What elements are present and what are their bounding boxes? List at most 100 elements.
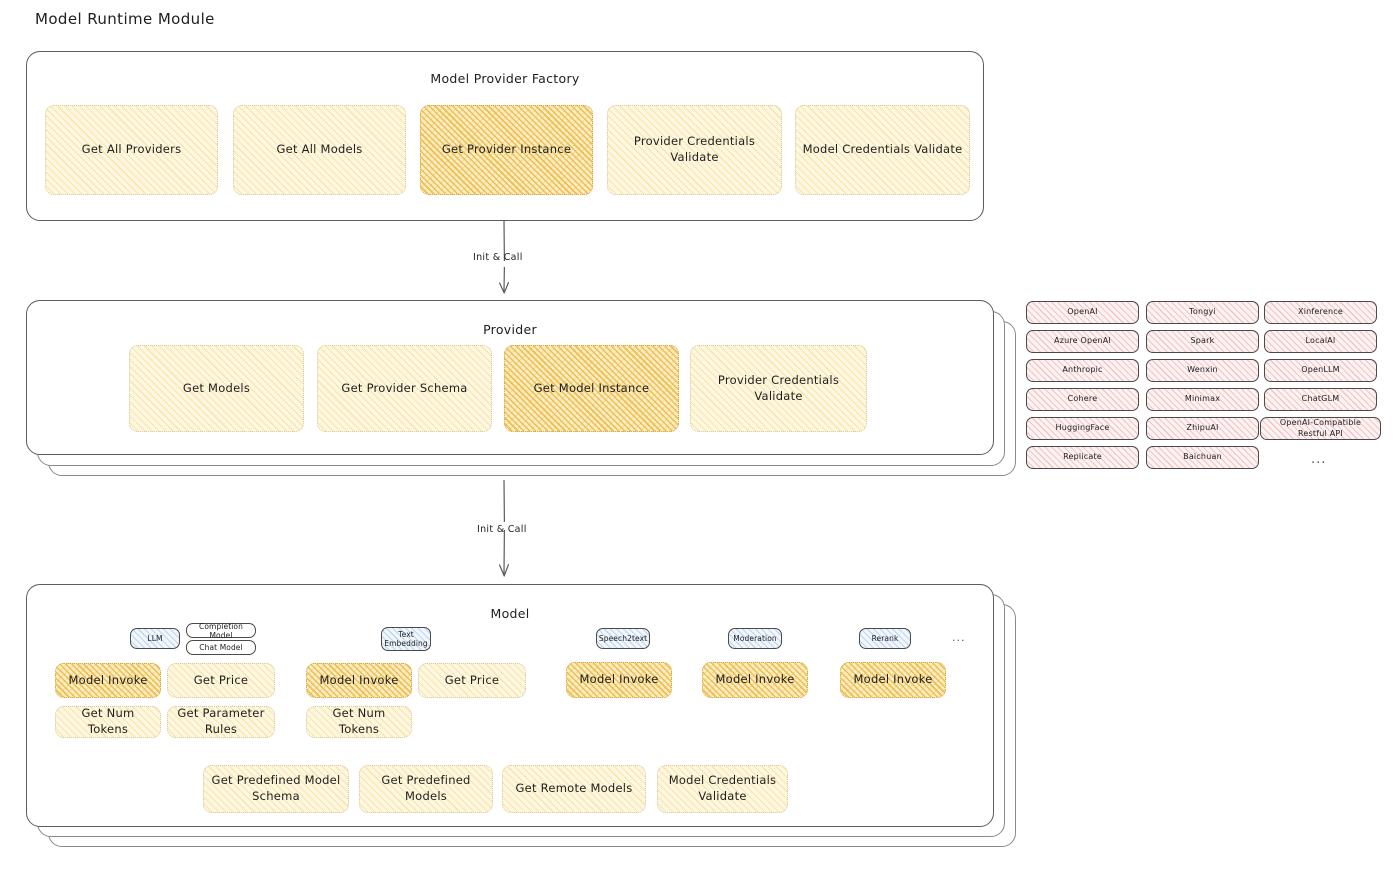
badge-label: Text Embedding [384, 629, 428, 648]
node-label: Model Invoke [853, 672, 933, 687]
provider-tag-openai[interactable]: OpenAI [1026, 301, 1139, 324]
model-types-ellipsis: ... [952, 631, 966, 644]
provider-tag-baichuan[interactable]: Baichuan [1146, 446, 1259, 469]
node-get-models[interactable]: Get Models [129, 345, 304, 432]
model-sub-badge-completion-model[interactable]: Completion Model [186, 621, 256, 640]
node-text-embedding-get-num-tokens[interactable]: Get Num Tokens [306, 706, 412, 738]
provider-tag-label: Replicate [1063, 452, 1102, 462]
node-label: Model Credentials Validate [802, 142, 963, 157]
node-label: Get Price [444, 672, 500, 687]
provider-tag-label: Spark [1190, 336, 1215, 346]
node-label: Provider Credentials Validate [633, 134, 756, 164]
node-get-all-providers[interactable]: Get All Providers [45, 105, 218, 195]
provider-tag-azure-openai[interactable]: Azure OpenAI [1026, 330, 1139, 353]
provider-tag-label: Xinference [1298, 307, 1343, 317]
node-label: Get Provider Instance [441, 142, 572, 157]
arrow-label-init-and-call-2: Init & Call [477, 524, 527, 535]
provider-tag-label: Baichuan [1183, 452, 1222, 462]
model-type-badge-rerank[interactable]: Rerank [859, 628, 911, 649]
provider-tag-label: Tongyi [1189, 307, 1216, 317]
node-label: Get Num Tokens [332, 706, 386, 736]
node-label: Get Predefined Model Schema [211, 773, 341, 803]
model-type-badge-speech2text[interactable]: Speech2text [596, 628, 650, 649]
node-model-credentials-validate-2[interactable]: Model Credentials Validate [657, 765, 788, 813]
node-label: Get Provider Schema [341, 380, 468, 395]
provider-tag-anthropic[interactable]: Anthropic [1026, 359, 1139, 382]
provider-tag-wenxin[interactable]: Wenxin [1146, 359, 1259, 382]
node-label: Model Invoke [319, 672, 399, 687]
node-get-provider-schema[interactable]: Get Provider Schema [317, 345, 492, 432]
node-text-embedding-model-invoke[interactable]: Model Invoke [306, 663, 412, 698]
node-moderation-model-invoke[interactable]: Model Invoke [702, 662, 808, 698]
node-get-model-instance[interactable]: Get Model Instance [504, 345, 679, 432]
provider-tag-label: ZhipuAI [1186, 423, 1219, 433]
provider-tag-label: Azure OpenAI [1054, 336, 1111, 346]
arrow-provider-to-model [499, 479, 509, 577]
provider-tag-localai[interactable]: LocalAI [1264, 330, 1377, 353]
provider-tag-openai-compatible-restful-api[interactable]: OpenAI-Compatible Restful API [1260, 417, 1381, 440]
node-provider-credentials-validate[interactable]: Provider Credentials Validate [607, 105, 782, 195]
node-label: Get Model Instance [533, 380, 650, 395]
node-label: Get Parameter Rules [177, 706, 265, 736]
provider-tag-replicate[interactable]: Replicate [1026, 446, 1139, 469]
provider-tag-zhipuai[interactable]: ZhipuAI [1146, 417, 1259, 440]
node-get-predefined-model-schema[interactable]: Get Predefined Model Schema [203, 765, 349, 813]
node-label: Get All Providers [81, 142, 182, 157]
arrow-label-init-and-call-1: Init & Call [473, 252, 523, 263]
provider-tag-huggingface[interactable]: HuggingFace [1026, 417, 1139, 440]
provider-tag-label: Minimax [1184, 394, 1221, 404]
provider-tag-openllm[interactable]: OpenLLM [1264, 359, 1377, 382]
provider-tag-xinference[interactable]: Xinference [1264, 301, 1377, 324]
node-model-credentials-validate[interactable]: Model Credentials Validate [795, 105, 970, 195]
node-provider-credentials-validate-2[interactable]: Provider Credentials Validate [690, 345, 867, 432]
provider-tag-label: Wenxin [1187, 365, 1218, 375]
arrow-factory-to-provider [499, 220, 509, 294]
provider-tag-chatglm[interactable]: ChatGLM [1264, 388, 1377, 411]
factory-panel-title: Model Provider Factory [430, 71, 580, 86]
badge-label: Moderation [733, 633, 777, 643]
node-label: Model Invoke [715, 672, 795, 687]
provider-tag-tongyi[interactable]: Tongyi [1146, 301, 1259, 324]
node-llm-get-num-tokens[interactable]: Get Num Tokens [55, 706, 161, 738]
model-panel-title: Model [490, 606, 530, 621]
node-rerank-model-invoke[interactable]: Model Invoke [840, 662, 946, 698]
provider-tag-label: HuggingFace [1055, 423, 1110, 433]
model-type-badge-text-embedding[interactable]: Text Embedding [381, 627, 431, 651]
node-llm-model-invoke[interactable]: Model Invoke [55, 663, 161, 698]
provider-tag-label: LocalAI [1305, 336, 1336, 346]
provider-tag-label: OpenAI-Compatible Restful API [1279, 417, 1362, 438]
provider-tag-label: ChatGLM [1301, 394, 1340, 404]
node-label: Get Price [193, 672, 249, 687]
provider-tag-cohere[interactable]: Cohere [1026, 388, 1139, 411]
provider-tag-label: Anthropic [1062, 365, 1103, 375]
badge-label: LLM [147, 633, 163, 643]
node-get-remote-models[interactable]: Get Remote Models [502, 765, 646, 813]
model-type-badge-llm[interactable]: LLM [130, 628, 180, 649]
sub-badge-label: Chat Model [199, 643, 243, 652]
node-speech2text-model-invoke[interactable]: Model Invoke [566, 662, 672, 698]
node-label: Get Remote Models [515, 781, 633, 796]
model-sub-badge-chat-model[interactable]: Chat Model [186, 640, 256, 655]
node-label: Model Invoke [579, 672, 659, 687]
provider-tag-minimax[interactable]: Minimax [1146, 388, 1259, 411]
node-llm-get-parameter-rules[interactable]: Get Parameter Rules [167, 706, 275, 738]
badge-label: Speech2text [598, 633, 648, 643]
node-get-provider-instance[interactable]: Get Provider Instance [420, 105, 593, 195]
node-label: Get Num Tokens [81, 706, 135, 736]
provider-tag-label: OpenLLM [1301, 365, 1340, 375]
node-get-predefined-models[interactable]: Get Predefined Models [359, 765, 493, 813]
badge-label: Rerank [871, 633, 899, 643]
node-text-embedding-get-price[interactable]: Get Price [418, 663, 526, 698]
node-label: Get Predefined Models [381, 773, 471, 803]
provider-panel-title: Provider [483, 322, 537, 337]
node-llm-get-price[interactable]: Get Price [167, 663, 275, 698]
sub-badge-label: Completion Model [199, 621, 243, 640]
model-type-badge-moderation[interactable]: Moderation [728, 628, 782, 649]
node-label: Model Credentials Validate [668, 773, 777, 803]
node-get-all-models[interactable]: Get All Models [233, 105, 406, 195]
provider-tag-spark[interactable]: Spark [1146, 330, 1259, 353]
node-label: Provider Credentials Validate [717, 372, 840, 403]
provider-tag-label: OpenAI [1067, 307, 1098, 317]
node-label: Get Models [182, 380, 251, 395]
